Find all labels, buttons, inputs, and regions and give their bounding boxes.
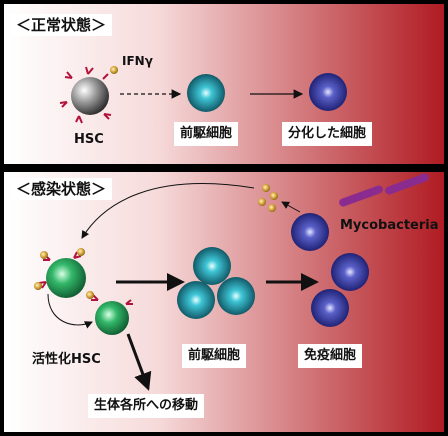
- progenitor-cluster: [177, 247, 255, 319]
- infection-state-panel: ＜感染状態＞ Mycobacteria 活性化HSC 前駆細胞 免疫細胞 生体各…: [4, 172, 444, 432]
- receptor-marks: [59, 66, 112, 124]
- hsc-label: HSC: [74, 132, 104, 147]
- immune-cell-label: 免疫細胞: [298, 344, 363, 368]
- normal-state-panel: ＜正常状態＞ IFNγ HSC 前駆細胞 分化した細胞: [4, 4, 444, 164]
- cytokine-cluster: [258, 184, 278, 212]
- hsc-cell: [59, 66, 112, 124]
- immune-cell-cluster: [291, 213, 369, 327]
- cytokine-release-arrow: [281, 201, 301, 213]
- progenitor-label: 前駆細胞: [174, 122, 239, 146]
- mycobacteria-label: Mycobacteria: [340, 218, 439, 233]
- ifn-gamma-molecule: [110, 66, 118, 74]
- differentiated-cell: [309, 73, 347, 111]
- progenitor-cell: [187, 74, 225, 112]
- migration-label: 生体各所への移動: [88, 394, 205, 418]
- progenitor-label: 前駆細胞: [182, 344, 247, 368]
- normal-state-header: ＜正常状態＞: [10, 14, 113, 36]
- migration-arrow: [126, 333, 152, 391]
- infection-state-header: ＜感染状態＞: [10, 178, 113, 200]
- mycobacteria-icon: [339, 173, 429, 207]
- activated-hsc-cell: [34, 248, 86, 298]
- activated-hsc-label: 活性化HSC: [32, 352, 101, 367]
- feedback-arrow: [81, 183, 255, 239]
- activated-hsc-cell: [86, 291, 133, 335]
- panel-background: [4, 172, 444, 432]
- differentiated-label: 分化した細胞: [282, 122, 373, 146]
- ifn-gamma-label: IFNγ: [122, 54, 153, 68]
- self-renewal-arrow: [47, 293, 93, 329]
